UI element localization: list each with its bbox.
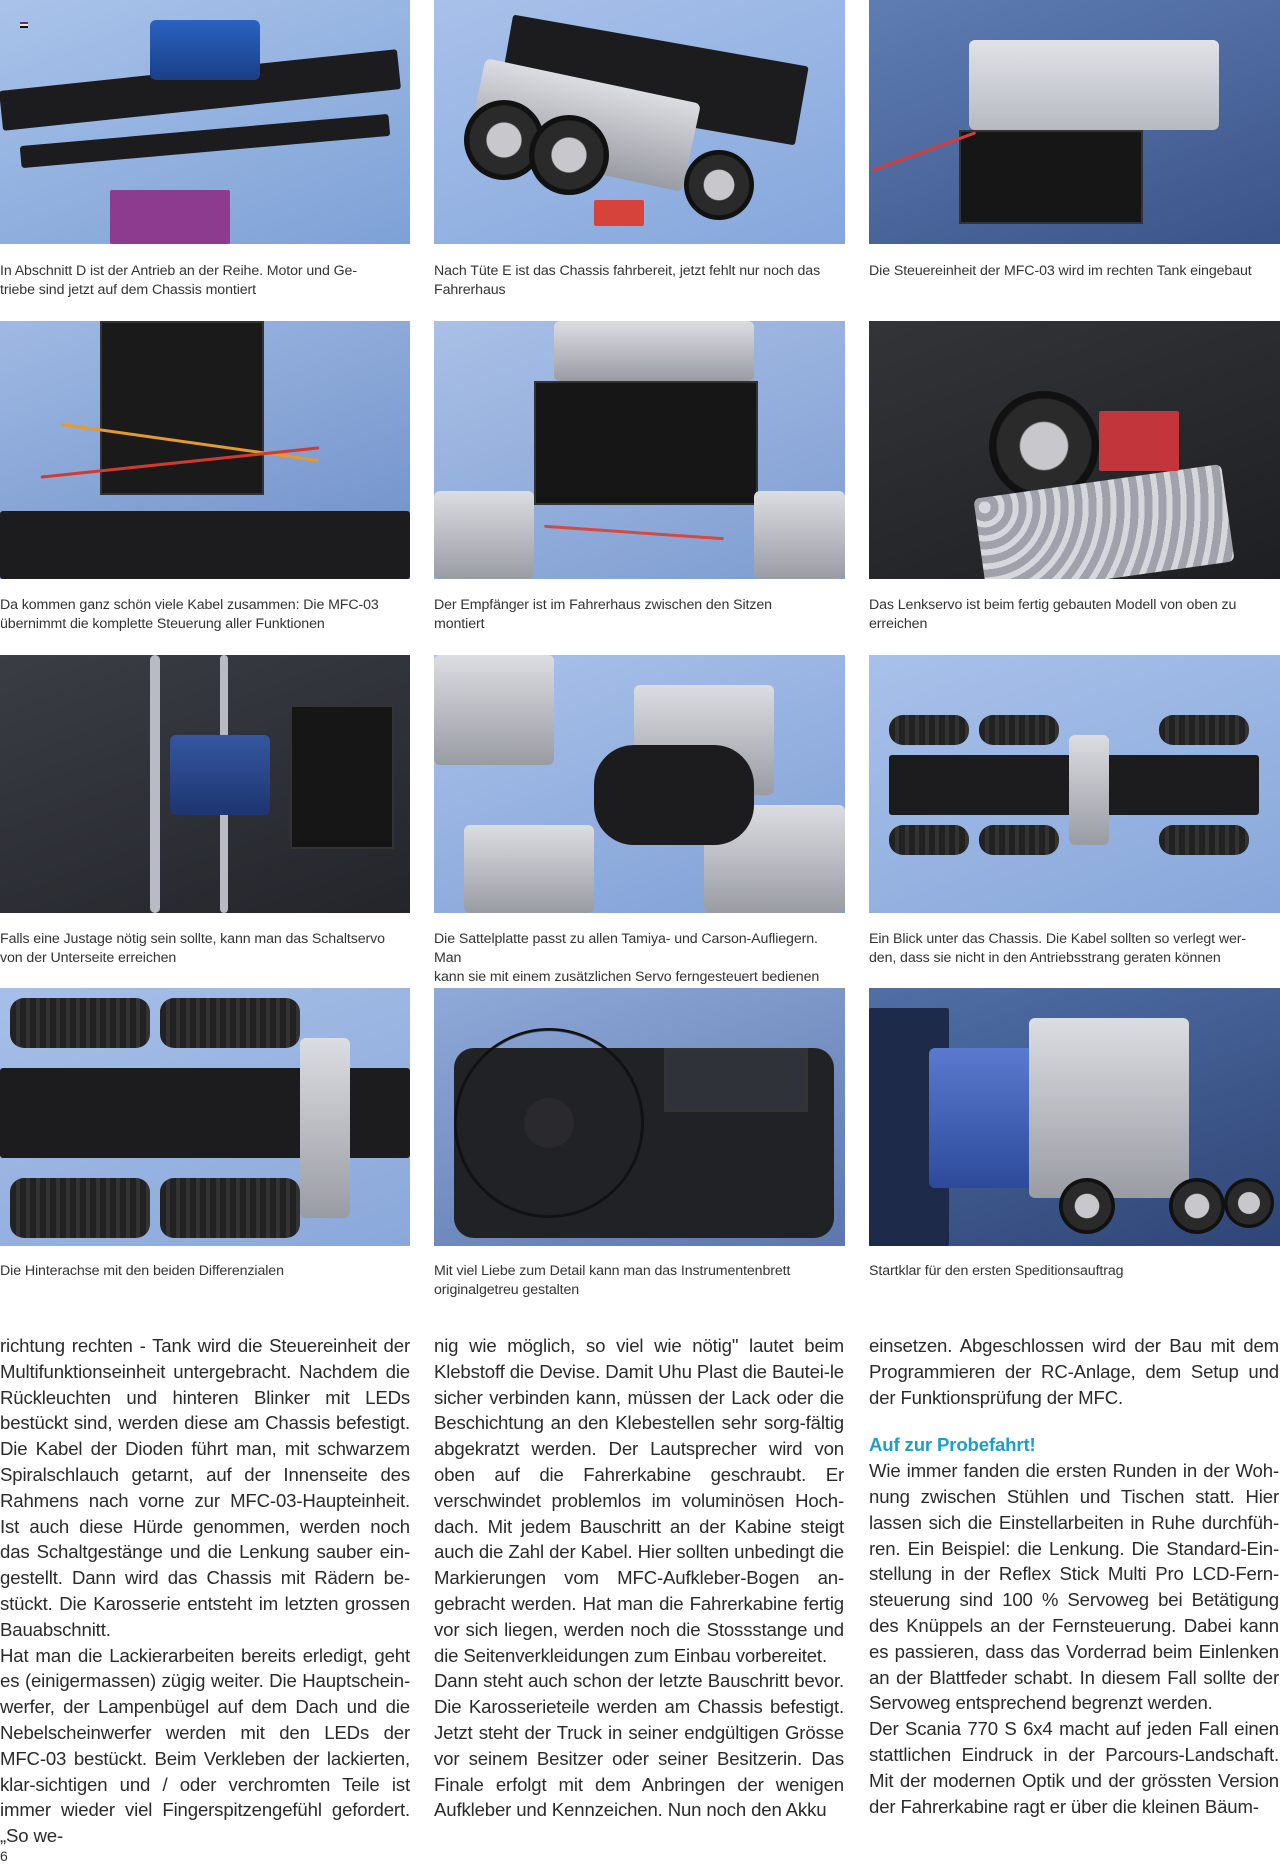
photo-steering-servo xyxy=(869,321,1280,579)
body-paragraph: einsetzen. Abgeschlossen wird der Bau mi… xyxy=(869,1335,1279,1408)
flag-icon xyxy=(20,22,28,28)
photo-caption: Nach Tüte E ist das Chassis fahrbereit, … xyxy=(434,263,821,298)
photo-shift-servo xyxy=(0,655,410,913)
photo-drive-section-d xyxy=(0,0,410,244)
section-heading: Auf zur Probefahrt! xyxy=(869,1434,1036,1456)
photo-under-chassis xyxy=(869,655,1280,913)
photo-caption: Da kommen ganz schön viele Kabel zusamme… xyxy=(0,597,379,632)
photo-rear-axle xyxy=(0,988,410,1246)
body-paragraph: Wie immer fanden die ersten Runden in de… xyxy=(869,1460,1279,1714)
page-number: 6 xyxy=(0,1848,8,1864)
photo-caption: Die Steuereinheit der MFC-03 wird im rec… xyxy=(869,263,1252,279)
photo-mfc03-tank xyxy=(869,0,1280,244)
photo-chassis-ready xyxy=(434,0,845,244)
article-column-1: richtung rechten - Tank wird die Steuere… xyxy=(0,1333,410,1849)
article-column-3: einsetzen. Abgeschlossen wird der Bau mi… xyxy=(869,1333,1279,1819)
body-paragraph: nig wie möglich, so viel wie nötig" laut… xyxy=(434,1335,844,1666)
body-paragraph: Dann steht auch schon der letzte Bauschr… xyxy=(434,1670,844,1821)
body-paragraph: Hat man die Lackierarbeiten bereits erle… xyxy=(0,1644,410,1847)
photo-caption: Das Lenkservo ist beim fertig gebauten M… xyxy=(869,597,1237,632)
photo-finished-truck xyxy=(869,988,1280,1246)
photo-caption: Mit viel Liebe zum Detail kann man das I… xyxy=(434,1263,791,1298)
body-paragraph: Der Scania 770 S 6x4 macht auf jeden Fal… xyxy=(869,1718,1279,1817)
photo-caption: In Abschnitt D ist der Antrieb an der Re… xyxy=(0,263,357,298)
photo-caption: Die Sattelplatte passt zu allen Tamiya- … xyxy=(434,931,820,985)
photo-cables-mfc03 xyxy=(0,321,410,579)
photo-dashboard xyxy=(434,988,845,1246)
body-paragraph: richtung rechten - Tank wird die Steuere… xyxy=(0,1335,410,1640)
photo-caption: Die Hinterachse mit den beiden Differenz… xyxy=(0,1263,284,1279)
article-column-2: nig wie möglich, so viel wie nötig" laut… xyxy=(434,1333,844,1823)
photo-fifth-wheel xyxy=(434,655,845,913)
photo-receiver-cab xyxy=(434,321,845,579)
photo-caption: Falls eine Justage nötig sein sollte, ka… xyxy=(0,931,385,966)
photo-caption: Ein Blick unter das Chassis. Die Kabel s… xyxy=(869,931,1247,966)
photo-caption: Der Empfänger ist im Fahrerhaus zwischen… xyxy=(434,597,772,632)
photo-caption: Startklar für den ersten Speditionsauftr… xyxy=(869,1263,1124,1279)
